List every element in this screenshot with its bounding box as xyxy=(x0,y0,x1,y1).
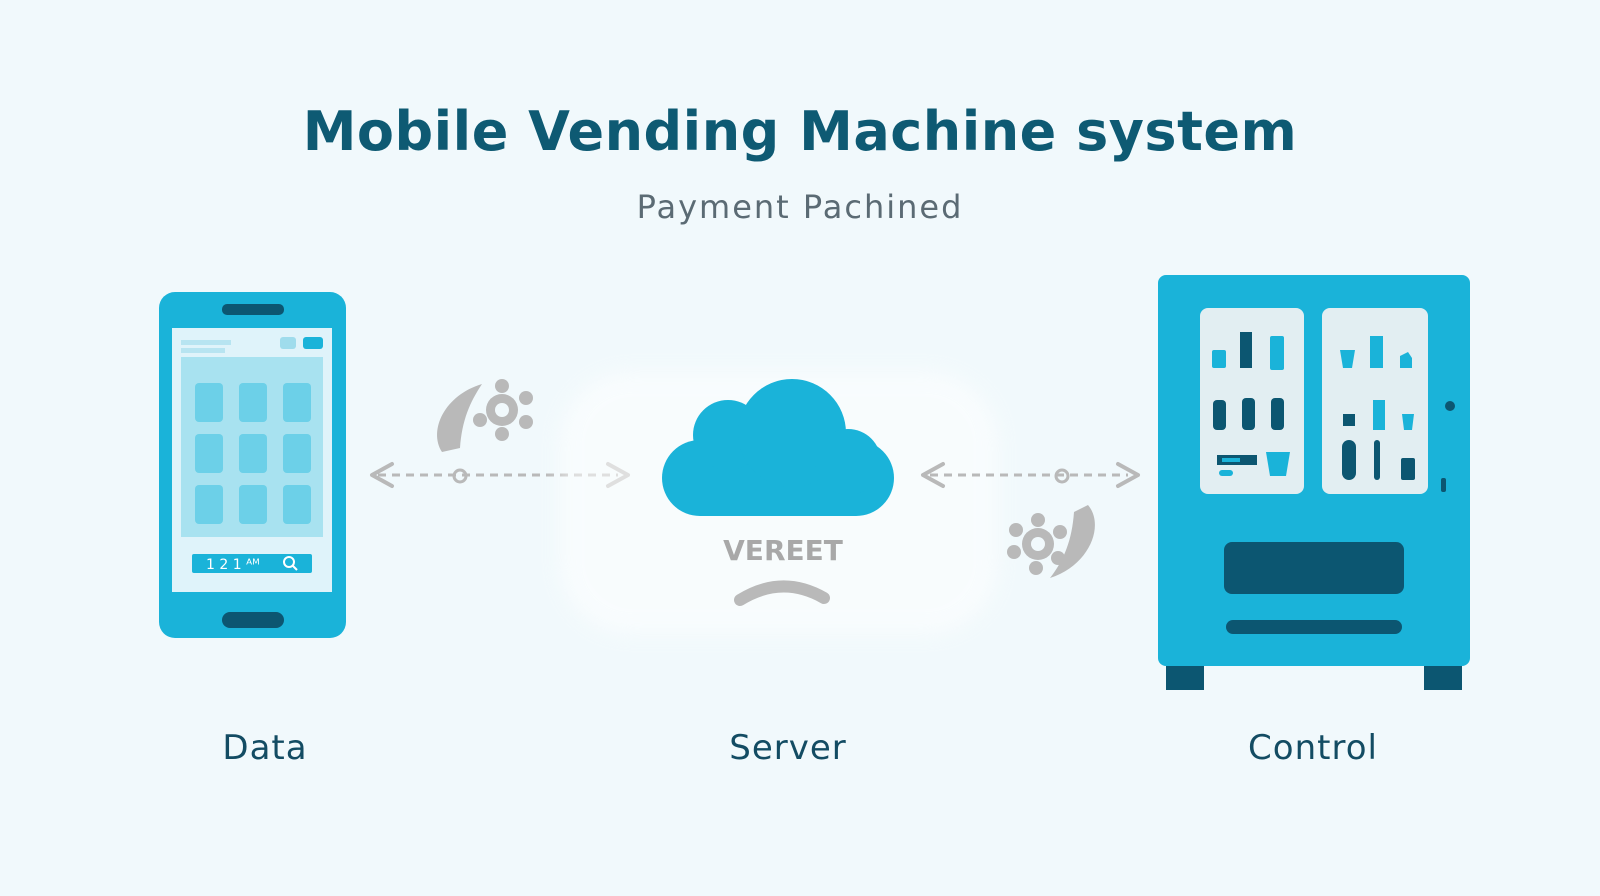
diagram-title: Mobile Vending Machine system xyxy=(302,100,1298,163)
diagram-subtitle: Payment Pachined xyxy=(636,188,964,226)
label-data: Data xyxy=(222,728,308,768)
phone-screen-text: 1 2 1 ᴬᴹ xyxy=(206,557,260,573)
dispense-slot xyxy=(1224,542,1404,594)
cloud-icon xyxy=(662,379,894,516)
double-arrow-icon xyxy=(921,462,1140,488)
coin-slot xyxy=(1226,620,1402,634)
app-grid xyxy=(195,383,311,524)
smartphone-icon: 1 2 1 ᴬᴹ xyxy=(159,292,346,638)
vending-machine-icon xyxy=(1158,275,1470,690)
search-icon xyxy=(283,556,298,571)
label-server: Server xyxy=(729,728,847,768)
products-right xyxy=(1340,336,1415,480)
gear-icon xyxy=(1007,505,1095,578)
server-node: VEREET xyxy=(560,372,998,634)
server-badge: VEREET xyxy=(723,534,843,567)
phone-status-bar xyxy=(192,554,312,573)
gear-icon xyxy=(437,379,533,452)
label-control: Control xyxy=(1248,728,1378,768)
products-left xyxy=(1212,332,1290,476)
